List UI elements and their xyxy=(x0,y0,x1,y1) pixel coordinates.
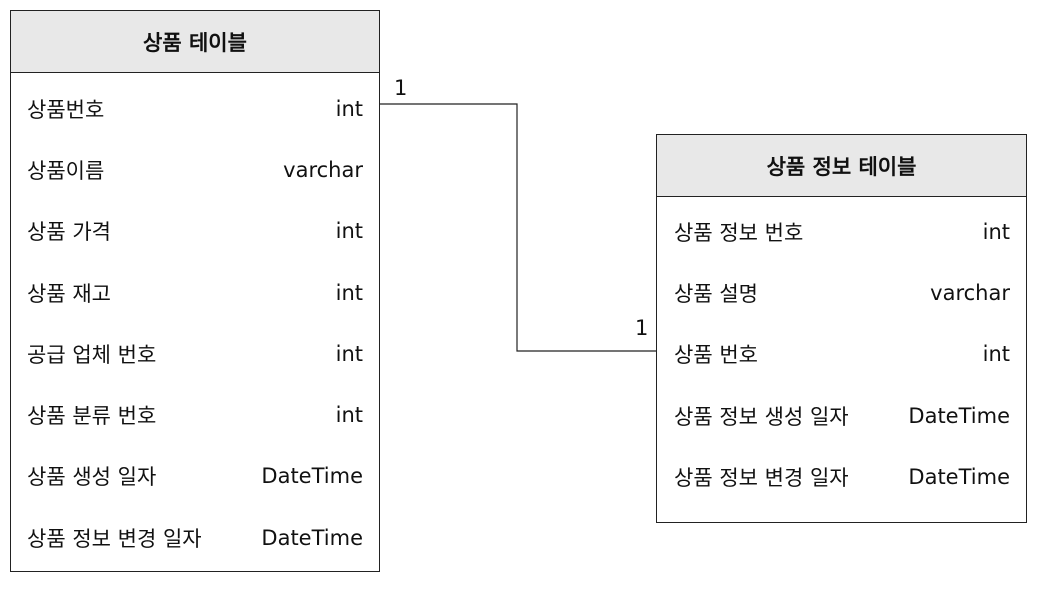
entity-product-info-table[interactable]: 상품 정보 테이블 상품 정보 번호 int 상품 설명 varchar 상품 … xyxy=(656,134,1027,523)
field-row: 상품 생성 일자 DateTime xyxy=(11,446,379,507)
entity-title: 상품 테이블 xyxy=(11,11,379,73)
field-type: DateTime xyxy=(261,464,363,489)
field-name: 상품 생성 일자 xyxy=(27,465,157,490)
field-row: 상품 정보 번호 int xyxy=(657,201,1026,262)
field-row: 상품 정보 변경 일자 DateTime xyxy=(11,507,379,568)
relationship-line xyxy=(380,103,656,352)
field-type: varchar xyxy=(930,280,1010,305)
field-row: 상품 분류 번호 int xyxy=(11,384,379,445)
field-row: 상품 재고 int xyxy=(11,262,379,323)
field-row: 상품 정보 생성 일자 DateTime xyxy=(657,385,1026,446)
field-name: 공급 업체 번호 xyxy=(27,342,157,367)
field-name: 상품 분류 번호 xyxy=(27,404,157,429)
cardinality-label-product-info: 1 xyxy=(635,316,649,340)
field-type: int xyxy=(335,403,363,428)
entity-title: 상품 정보 테이블 xyxy=(657,135,1026,197)
field-name: 상품 설명 xyxy=(674,281,758,306)
field-list: 상품번호 int 상품이름 varchar 상품 가격 int 상품 재고 in… xyxy=(11,73,379,568)
field-row: 상품 설명 varchar xyxy=(657,262,1026,323)
field-type: DateTime xyxy=(261,525,363,550)
field-name: 상품번호 xyxy=(27,97,105,122)
field-row: 공급 업체 번호 int xyxy=(11,323,379,384)
field-row: 상품이름 varchar xyxy=(11,139,379,200)
field-name: 상품 가격 xyxy=(27,220,111,245)
entity-product-table[interactable]: 상품 테이블 상품번호 int 상품이름 varchar 상품 가격 int 상… xyxy=(10,10,380,572)
field-type: int xyxy=(335,341,363,366)
field-name: 상품 정보 변경 일자 xyxy=(27,526,202,551)
field-row: 상품 정보 변경 일자 DateTime xyxy=(657,446,1026,507)
field-type: DateTime xyxy=(908,464,1010,489)
field-type: DateTime xyxy=(908,403,1010,428)
field-type: int xyxy=(982,219,1010,244)
field-name: 상품 정보 번호 xyxy=(674,220,804,245)
field-type: int xyxy=(335,219,363,244)
field-name: 상품 번호 xyxy=(674,343,758,368)
field-row: 상품 가격 int xyxy=(11,201,379,262)
field-list: 상품 정보 번호 int 상품 설명 varchar 상품 번호 int 상품 … xyxy=(657,197,1026,507)
field-name: 상품 정보 변경 일자 xyxy=(674,465,849,490)
cardinality-label-product: 1 xyxy=(394,76,408,100)
field-name: 상품 재고 xyxy=(27,281,111,306)
field-row: 상품 번호 int xyxy=(657,324,1026,385)
field-type: varchar xyxy=(283,157,363,182)
field-type: int xyxy=(982,342,1010,367)
field-type: int xyxy=(335,96,363,121)
field-row: 상품번호 int xyxy=(11,78,379,139)
field-name: 상품 정보 생성 일자 xyxy=(674,404,849,429)
field-name: 상품이름 xyxy=(27,158,105,183)
field-type: int xyxy=(335,280,363,305)
